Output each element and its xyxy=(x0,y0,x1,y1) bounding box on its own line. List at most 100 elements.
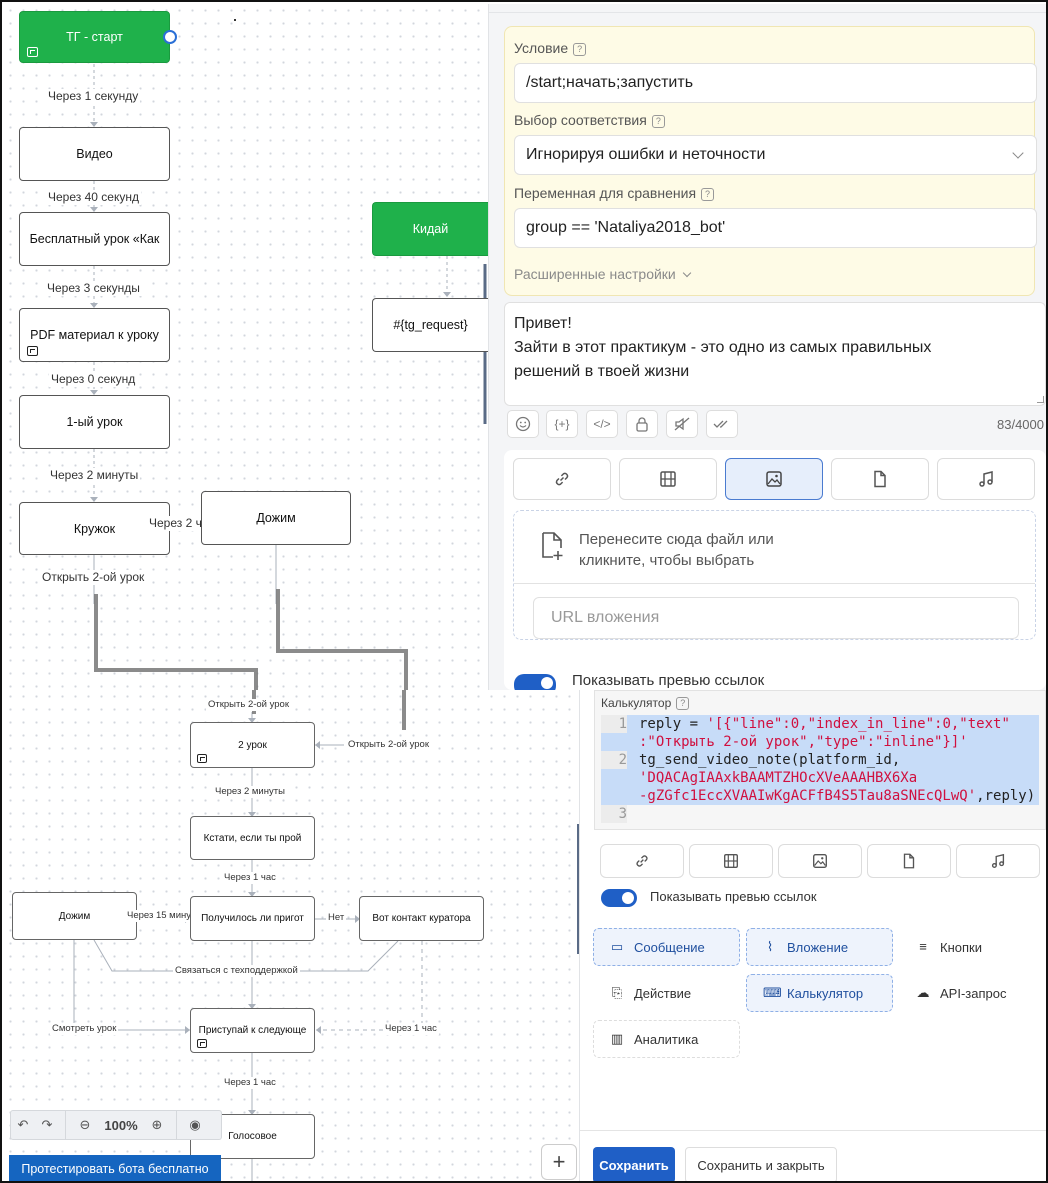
node-video[interactable]: Видео xyxy=(19,127,170,181)
block-message-button[interactable]: ▭Сообщение xyxy=(593,928,740,966)
read-check-button[interactable] xyxy=(706,410,738,438)
bar-chart-icon: ▥ xyxy=(610,1031,624,1046)
match-label-text: Выбор соответствия xyxy=(514,112,647,128)
add-block-button[interactable]: + xyxy=(541,1144,577,1180)
media-icon xyxy=(27,47,38,57)
block-api-button[interactable]: ☁API-запрос xyxy=(899,974,1046,1012)
attach-link-tab[interactable] xyxy=(513,458,611,500)
attachment-url-input[interactable]: URL вложения xyxy=(533,597,1019,639)
node-label: 1-ый урок xyxy=(66,415,123,429)
node-curator[interactable]: Вот контакт куратора xyxy=(359,896,484,941)
zoom-out-icon[interactable]: ⊖ xyxy=(79,1117,91,1132)
save-button[interactable]: Сохранить xyxy=(593,1147,675,1181)
preview-links-toggle[interactable] xyxy=(601,889,637,907)
block-calculator-button[interactable]: ⌨Калькулятор xyxy=(746,974,893,1012)
node-tg-start[interactable]: ТГ - старт xyxy=(19,11,170,63)
list-icon: ≡ xyxy=(919,939,927,954)
test-bot-button[interactable]: Протестировать бота бесплатно xyxy=(9,1155,221,1181)
code-line: :"Открыть 2-ой урок","type":"inline"}]' xyxy=(601,733,1039,751)
variable-label-text: Переменная для сравнения xyxy=(514,185,697,201)
node-pristupai[interactable]: Приступай к следующе xyxy=(190,1008,315,1053)
eye-icon[interactable]: ◉ xyxy=(189,1117,201,1132)
node-dozhim[interactable]: Дожим xyxy=(201,491,351,545)
flow-canvas-bottom[interactable]: Открыть 2-ой урок 2 урок Открыть 2-ой ур… xyxy=(4,690,580,1181)
node-label: Получилось ли пригот xyxy=(201,913,304,924)
node-poluchilos[interactable]: Получилось ли пригот xyxy=(190,896,315,941)
block-analytics-label: Аналитика xyxy=(634,1031,699,1047)
attach-video-tab[interactable] xyxy=(619,458,717,500)
node-output-port[interactable] xyxy=(163,30,177,44)
preview-links-label: Показывать превью ссылок xyxy=(650,889,817,904)
zoom-in-icon[interactable]: ⊕ xyxy=(151,1117,163,1132)
resize-handle[interactable] xyxy=(1037,396,1044,403)
mute-notification-button[interactable] xyxy=(666,410,698,438)
edge-label: Через 2 минуты xyxy=(48,468,141,483)
preview-toggle-partial[interactable] xyxy=(514,674,556,690)
redo-icon[interactable]: ↷ xyxy=(41,1117,53,1132)
emoji-button[interactable] xyxy=(507,410,539,438)
block-attachment-button[interactable]: ⌇Вложение xyxy=(746,928,893,966)
node-circle[interactable]: Кружок xyxy=(19,502,170,555)
block-calculator-label: Калькулятор xyxy=(787,985,864,1001)
help-icon[interactable]: ? xyxy=(676,697,690,710)
attach-link-tab[interactable] xyxy=(600,844,684,878)
variable-icon: {+} xyxy=(554,417,570,431)
node-kidai[interactable]: Кидай xyxy=(372,202,488,256)
attach-audio-tab[interactable] xyxy=(956,844,1040,878)
image-icon xyxy=(766,471,782,487)
block-action-button[interactable]: ⎘Действие xyxy=(593,974,740,1012)
node-label: PDF материал к уроку xyxy=(30,328,159,342)
node-kstati[interactable]: Кстати, если ты прой xyxy=(190,816,315,860)
condition-input[interactable]: /start;начать;запустить xyxy=(514,63,1037,103)
advanced-settings-label: Расширенные настройки xyxy=(514,266,676,282)
node-label: Дожим xyxy=(58,910,91,922)
file-icon xyxy=(874,470,886,488)
variable-value: group == 'Nataliya2018_bot' xyxy=(526,219,726,236)
node-pdf[interactable]: PDF материал к уроку xyxy=(19,308,170,362)
html-code-button[interactable]: </> xyxy=(586,410,618,438)
help-icon[interactable]: ? xyxy=(573,43,587,56)
attach-video-tab[interactable] xyxy=(689,844,773,878)
chevron-down-icon xyxy=(1012,147,1024,159)
flow-canvas-top[interactable]: ТГ - старт Через 1 секунду Видео Через 4… xyxy=(4,4,488,704)
block-message-label: Сообщение xyxy=(634,939,705,955)
attach-file-tab[interactable] xyxy=(867,844,951,878)
undo-icon[interactable]: ↶ xyxy=(17,1117,29,1132)
block-buttons-button[interactable]: ≡Кнопки xyxy=(899,928,1046,966)
node-lesson-2[interactable]: 2 урок xyxy=(190,722,315,768)
node-lesson-1[interactable]: 1-ый урок xyxy=(19,395,170,449)
help-icon[interactable]: ? xyxy=(651,115,665,128)
block-analytics-button[interactable]: ▥ Аналитика xyxy=(593,1020,740,1058)
node-tg-request[interactable]: #{tg_request} xyxy=(372,298,488,352)
attach-file-tab[interactable] xyxy=(831,458,929,500)
node-dozhim-bottom[interactable]: Дожим xyxy=(12,892,137,940)
calculator-label-text: Калькулятор xyxy=(601,696,672,710)
media-icon xyxy=(27,346,38,356)
attach-image-tab[interactable] xyxy=(725,458,823,500)
divider xyxy=(489,12,1046,13)
help-icon[interactable]: ? xyxy=(701,188,715,201)
node-label: Приступай к следующе xyxy=(198,1025,307,1036)
variable-input[interactable]: group == 'Nataliya2018_bot' xyxy=(514,208,1037,248)
code-line: 'DQACAgIAAxkBAAMTZHOcXVeAAAHBX6Xa xyxy=(601,769,1039,787)
advanced-settings-toggle[interactable]: Расширенные настройки xyxy=(514,266,692,282)
calculator-label: Калькулятор? xyxy=(601,696,690,710)
node-label: Кидай xyxy=(412,222,449,236)
condition-label: Условие? xyxy=(514,40,587,56)
match-select[interactable]: Игнорируя ошибки и неточности xyxy=(514,135,1037,175)
node-free-lesson[interactable]: Бесплатный урок «Как xyxy=(19,212,170,266)
variable-insert-button[interactable]: {+} xyxy=(546,410,578,438)
code-string: 'DQACAgIAAxkBAAMTZHOcXVeAAAHBX6Xa xyxy=(639,770,918,786)
save-and-close-button[interactable]: Сохранить и закрыть xyxy=(685,1147,837,1181)
protect-button[interactable] xyxy=(626,410,658,438)
attach-audio-tab[interactable] xyxy=(937,458,1035,500)
block-api-label: API-запрос xyxy=(940,985,1007,1001)
code-string: :"Открыть 2-ой урок","type":"inline"}]' xyxy=(639,734,968,750)
panel-resize-bar[interactable] xyxy=(577,824,580,954)
attach-image-tab[interactable] xyxy=(778,844,862,878)
message-textarea[interactable]: Привет! Зайти в этот практикум - это одн… xyxy=(504,302,1046,406)
